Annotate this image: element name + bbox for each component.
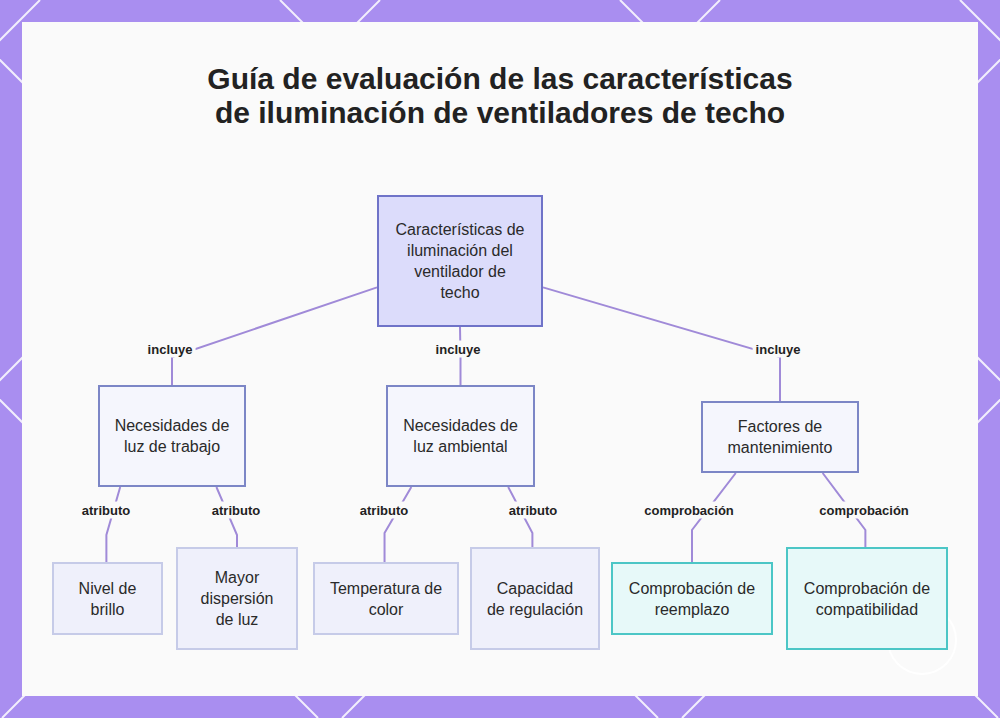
connector xyxy=(543,287,780,401)
edge-label: incluye xyxy=(145,341,196,358)
edge-label: incluye xyxy=(433,341,484,358)
node-text: Necesidades de luz ambiental xyxy=(402,415,519,457)
edge-label: atributo xyxy=(357,502,411,519)
node-text: Capacidad de regulación xyxy=(486,578,584,620)
connector xyxy=(385,487,412,562)
attribute-box: Temperatura de color xyxy=(313,562,459,635)
category-box: Necesidades de luz de trabajo xyxy=(98,385,246,487)
edge-label: atributo xyxy=(506,502,560,519)
node-text: Comprobación de compatibilidad xyxy=(802,578,932,620)
root-box: Características de iluminación del venti… xyxy=(377,195,543,327)
category-box: Factores de mantenimiento xyxy=(701,401,859,473)
node-text: Factores de mantenimiento xyxy=(717,416,843,458)
attribute-box: Mayor dispersión de luz xyxy=(176,547,298,650)
edge-label: atributo xyxy=(209,502,263,519)
category-box: Necesidades de luz ambiental xyxy=(386,385,535,487)
check-box: Comprobación de reemplazo xyxy=(611,562,773,635)
edge-label: comprobación xyxy=(641,502,737,519)
attribute-box: Capacidad de regulación xyxy=(470,547,600,650)
diagram-title: Guía de evaluación de las característica… xyxy=(200,62,800,130)
edge-label: incluye xyxy=(753,341,804,358)
node-text: Temperatura de color xyxy=(329,578,443,620)
edge-label: atributo xyxy=(79,502,133,519)
attribute-box: Nivel de brillo xyxy=(52,562,163,635)
connector xyxy=(106,487,120,562)
panel xyxy=(22,22,978,696)
connector xyxy=(172,287,377,385)
node-text: Comprobación de reemplazo xyxy=(627,578,757,620)
node-text: Nivel de brillo xyxy=(68,578,147,620)
node-text: Necesidades de luz de trabajo xyxy=(114,415,230,457)
edge-label: comprobación xyxy=(816,502,912,519)
node-text: Mayor dispersión de luz xyxy=(192,567,282,630)
node-text: Características de iluminación del venti… xyxy=(393,219,527,303)
check-box: Comprobación de compatibilidad xyxy=(786,547,948,650)
